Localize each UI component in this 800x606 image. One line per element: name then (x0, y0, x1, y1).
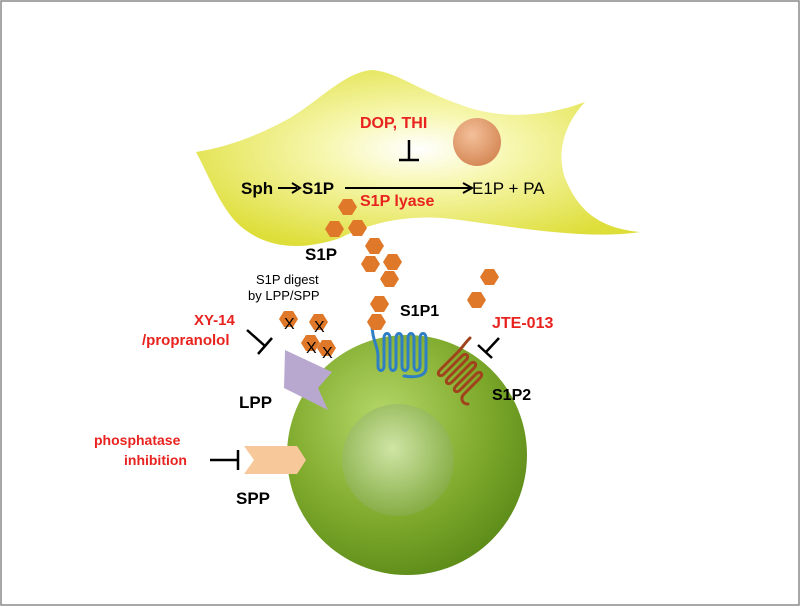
s1p2-label: S1P2 (492, 387, 531, 404)
lyase-arrowhead (462, 182, 475, 194)
s1p-molecule (370, 296, 389, 312)
s1p-main-label: S1P (302, 179, 334, 198)
s1p-molecule (301, 335, 320, 351)
xy14-inhibit-line (246, 329, 266, 347)
products-label: E1P + PA (472, 179, 545, 198)
s1p-lyase-label: S1P lyase (360, 193, 435, 210)
s1p-molecule (380, 271, 399, 287)
dop-thi-label: DOP, THI (360, 115, 427, 132)
s1p-molecule (365, 238, 384, 254)
s1p1-label: S1P1 (400, 303, 439, 320)
xy14-label-line2: /propranolol (142, 332, 230, 349)
yellow-cell-body (196, 70, 640, 246)
s1p2-receptor (436, 336, 484, 406)
x-mark: X (322, 345, 333, 362)
s1p-molecule (317, 340, 336, 356)
s1p-molecule (325, 221, 344, 237)
s1p-molecule (480, 269, 499, 285)
digest-label-line2: by LPP/SPP (248, 288, 320, 303)
yellow-cell-nucleus (453, 118, 501, 166)
s1p-molecule (361, 256, 380, 272)
spp-enzyme-shape (244, 446, 306, 474)
s1p-molecule (367, 314, 386, 330)
x-mark: X (306, 340, 317, 357)
xy14-inhibit-bar (257, 337, 273, 355)
s1p-molecule (279, 311, 298, 327)
lpp-label: LPP (239, 393, 272, 412)
phosphatase-label-line1: phosphatase (94, 432, 181, 448)
sph-to-s1p-arrowhead (291, 182, 302, 194)
s1p-molecule (467, 292, 486, 308)
s1p-molecule (309, 314, 328, 330)
jte-inhibit-line (485, 337, 500, 353)
s1p-free-label: S1P (305, 245, 337, 264)
green-cell-nucleus (342, 404, 454, 516)
phosphatase-label-line2: inhibition (124, 452, 187, 468)
s1p1-receptor (370, 322, 428, 379)
lpp-enzyme-shape (284, 350, 332, 410)
spp-label: SPP (236, 489, 270, 508)
jte013-label: JTE-013 (492, 315, 553, 332)
sph-label: Sph (241, 179, 273, 198)
jte-inhibit-bar (477, 344, 493, 359)
x-mark: X (314, 319, 325, 336)
xy14-label-line1: XY-14 (194, 312, 236, 329)
x-mark: X (284, 316, 295, 333)
digest-label-line1: S1P digest (256, 272, 319, 287)
s1p-molecule (383, 254, 402, 270)
s1p-molecule (338, 199, 357, 215)
s1p-molecules (279, 199, 499, 356)
s1p-molecule (348, 220, 367, 236)
